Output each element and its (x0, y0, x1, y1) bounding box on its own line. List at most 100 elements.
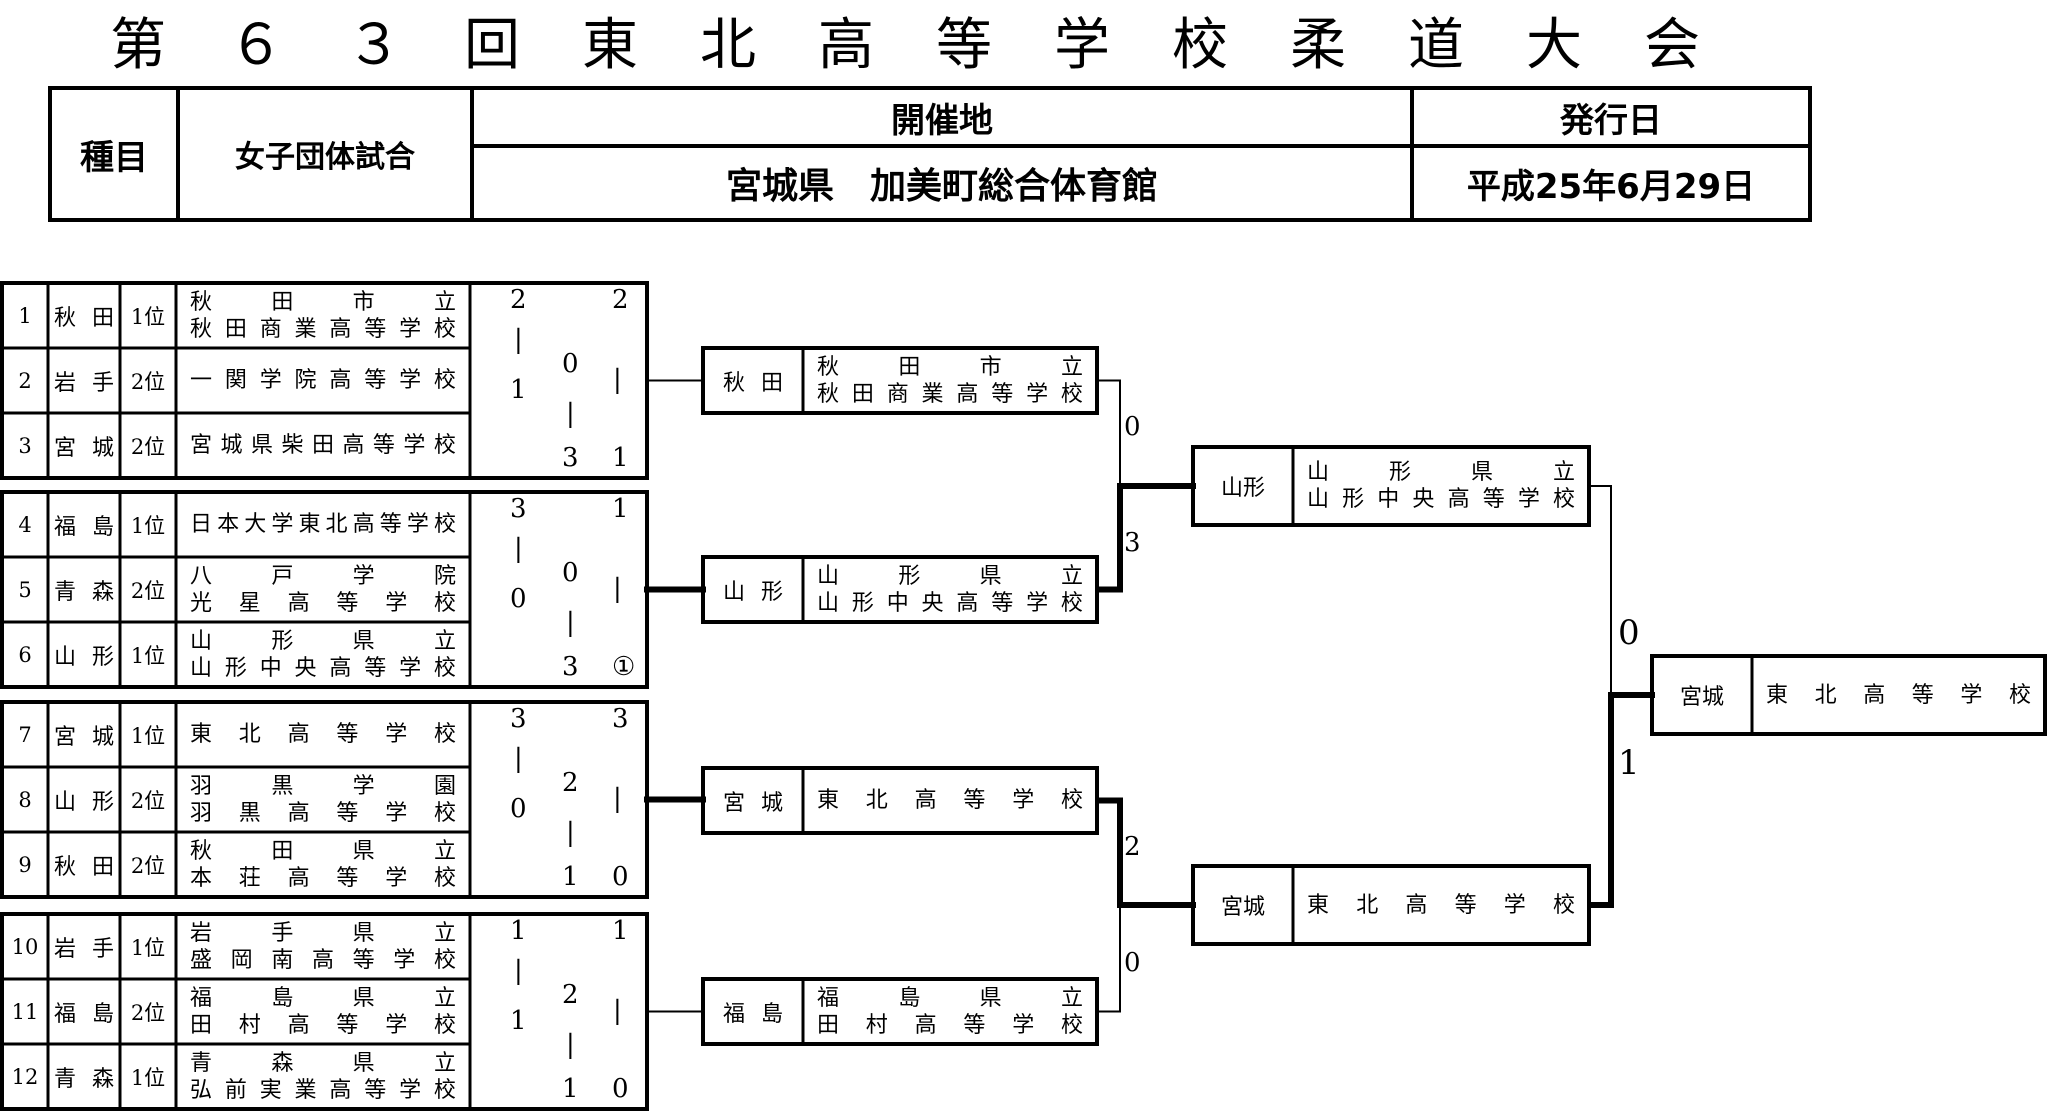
school-char: 立 (433, 920, 456, 946)
pool-score-top-left: 3 (510, 494, 527, 524)
school-char: 校 (1060, 381, 1083, 407)
entry-school: 日本大学東北高等学校 (176, 492, 470, 557)
school-char: 校 (433, 1012, 456, 1038)
school-char: 学 (385, 590, 408, 616)
school-char: 星 (238, 590, 261, 616)
school-char: 等 (336, 865, 359, 891)
pref-char: 福 (54, 1001, 77, 1027)
school-char: 学 (271, 512, 294, 537)
school-char: 北 (325, 512, 348, 537)
final-connector (1589, 485, 1612, 695)
school-char: 宮 (190, 433, 213, 458)
school-char: 立 (433, 1050, 456, 1076)
title-char: ６ (228, 12, 284, 78)
school-line: 福島県立 (817, 985, 1083, 1012)
entry-rank: 2位 (130, 434, 166, 459)
info-table: 種目 女子団体試合 開催地 発行日 宮城県 加美町総合体育館 平成25年6月29… (48, 86, 1812, 222)
school-char: 学 (1012, 1012, 1035, 1038)
entry-rank: 1位 (130, 723, 166, 748)
school-line: 羽黒高等学校 (190, 800, 456, 827)
school-char: 田 (817, 1012, 840, 1038)
school-char: 等 (991, 590, 1014, 616)
pref-char: 岩 (54, 370, 77, 396)
school-char: 秋 (190, 289, 213, 315)
school-char: 村 (865, 1012, 888, 1038)
school-char: 立 (433, 838, 456, 864)
school-char: 等 (336, 590, 359, 616)
school-char: 県 (352, 920, 375, 946)
title-char: 学 (1054, 12, 1110, 78)
school-char: 校 (1552, 487, 1575, 512)
school-char: 高 (287, 1012, 310, 1038)
school-char: 高 (342, 433, 365, 458)
school-char: 学 (1960, 682, 1983, 708)
entry-school: 岩手県立盛岡南高等学校 (176, 914, 470, 979)
school-line: 弘前実業高等学校 (190, 1077, 456, 1104)
school-char: 秋 (817, 354, 840, 380)
entry-number: 4 (18, 512, 32, 537)
entry-number: 6 (18, 642, 32, 667)
school-char: 等 (963, 1012, 986, 1038)
entry-number: 8 (18, 787, 32, 812)
school-char: 高 (914, 1012, 937, 1038)
title-char: 大 (1526, 12, 1582, 78)
semifinal-prefecture: 山形 (1220, 476, 1265, 501)
entry-rank: 1位 (130, 513, 166, 538)
entry-prefecture: 宮城 (48, 413, 120, 478)
title-char: 等 (936, 12, 992, 78)
school-line: 山形県立 (1307, 459, 1575, 486)
school-char: 立 (1060, 354, 1083, 380)
school-char: 学 (399, 1077, 422, 1103)
school-char: 高 (287, 800, 310, 826)
school-char: 等 (1911, 682, 1934, 708)
school-line: 東北高等学校 (1307, 892, 1575, 919)
pool-score-bottom-right: 0 (612, 1074, 629, 1104)
school-line: 青森県立 (190, 1050, 456, 1077)
school-char: 高 (329, 368, 352, 393)
school-char: 校 (1060, 590, 1083, 616)
entry-prefecture: 秋田 (48, 832, 120, 897)
pref-char: 城 (760, 790, 783, 816)
round2-prefecture: 山形 (703, 557, 803, 622)
school-char: 院 (294, 368, 317, 393)
school-char: 校 (433, 316, 456, 342)
school-line: 岩手県立 (190, 920, 456, 947)
entry-school: 秋田県立本荘高等学校 (176, 832, 470, 897)
school-char: 南 (271, 947, 294, 973)
title-char: 会 (1644, 12, 1700, 78)
school-char: 島 (271, 985, 294, 1011)
pool-score-bottom-mid: 1 (562, 1074, 579, 1104)
school-char: 形 (224, 655, 247, 681)
date-label: 発行日 (1410, 86, 1812, 148)
school-char: 田 (190, 1012, 213, 1038)
school-char: 一 (190, 368, 213, 393)
school-char: 学 (403, 433, 426, 458)
pref-char: 城 (91, 435, 114, 461)
title-char: 道 (1408, 12, 1464, 78)
semifinal-school: 東北高等学校 (1293, 866, 1589, 944)
pref-char: 城 (91, 724, 114, 750)
pref-char: 青 (54, 1066, 77, 1092)
pref-char: 山 (723, 579, 746, 605)
school-char: 学 (406, 512, 429, 537)
school-char: 北 (865, 788, 888, 813)
pool-score-mid-left: 0 (510, 794, 527, 824)
school-char: 高 (1405, 892, 1428, 918)
pool-score-mid-left: 1 (510, 375, 527, 405)
pool-score-top-right: 1 (612, 494, 629, 524)
school-char: 立 (433, 628, 456, 654)
pool-score-bar: | (613, 365, 622, 395)
entry-number: 11 (11, 999, 39, 1024)
entry-number: 12 (11, 1064, 39, 1089)
entry-rank: 2位 (130, 369, 166, 394)
school-char: 等 (336, 1012, 359, 1038)
school-char: 高 (1863, 682, 1886, 708)
entry-rank: 2位 (130, 578, 166, 603)
school-char: 荘 (238, 865, 261, 891)
final-connector (1589, 695, 1614, 908)
school-char: 東 (1766, 682, 1789, 708)
school-char: 高 (287, 590, 310, 616)
pool-score-top-right: 1 (612, 916, 629, 946)
school-char: 県 (979, 985, 1002, 1011)
school-char: 北 (238, 722, 261, 747)
